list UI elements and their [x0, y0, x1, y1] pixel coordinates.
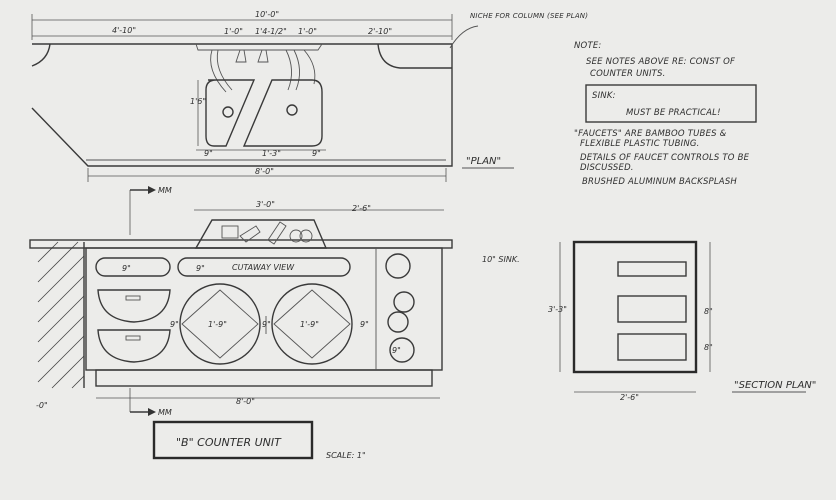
notes-line-1: SEE NOTES ABOVE RE: CONST OF: [586, 57, 735, 67]
elev-halfround-drawer-bottom: [97, 329, 171, 363]
elev-drawer-pull: [125, 295, 141, 301]
plan-dim-bottom-a: 9": [204, 149, 213, 158]
elev-small-circle-1: [385, 253, 411, 279]
section-dim-height: 3'-3": [548, 305, 567, 314]
elev-faucet-control: [221, 225, 239, 239]
section-shelf-2: [617, 295, 687, 323]
elev-dim-small-c: 9": [360, 320, 369, 329]
elev-drawer-center: [177, 257, 351, 277]
section-mark-bottom: MM: [158, 408, 172, 417]
plan-dim-overall-top: 10'-0": [255, 10, 279, 19]
elev-dim-small-a: 9": [262, 320, 271, 329]
plan-dim-center-c: 1'-0": [298, 27, 317, 36]
elev-bamboo-tube: [239, 225, 261, 243]
notes-heading: NOTE:: [574, 41, 601, 51]
elev-dim-overall-bottom: 8'-0": [236, 397, 255, 406]
notes-box-title: SINK:: [592, 91, 616, 101]
section-plan-view: 3'-3" 8" 8" 2'-6" "SECTION PLAN": [548, 240, 816, 402]
plan-dim-overall-bottom: 8'-0": [255, 167, 274, 176]
elev-dim-side-note: 10" SINK.: [482, 255, 520, 264]
elev-scale: SCALE: 1": [326, 451, 366, 460]
notes-sink-box: [585, 84, 757, 123]
plan-faucet-valve: [257, 49, 269, 63]
elev-toe-kick: [95, 369, 433, 387]
plan-bamboo-tube: [285, 49, 292, 91]
plan-bamboo-tube: [303, 49, 316, 85]
elev-dim-circle-a: 1'-9": [208, 320, 227, 329]
elev-circle-door-left: [179, 283, 261, 365]
plan-faucet-valve: [235, 49, 247, 63]
elev-dim-circle-b: 1'-9": [300, 320, 319, 329]
notes-line-2: COUNTER UNITS.: [590, 69, 666, 79]
elev-small-circle-3: [387, 311, 409, 333]
plan-faucet-bar: [195, 43, 323, 51]
plan-right-notch: [377, 43, 452, 69]
elev-dim-top-b: 2'-6": [352, 204, 371, 213]
elev-small-circle-4: [389, 337, 415, 363]
elev-cutaway-label: CUTAWAY VIEW: [232, 263, 295, 272]
plan-view: 10'-0" 4'-10" 1'-0" 1'4-1/2" 1'-0" 2'-10…: [31, 10, 588, 182]
elev-drawer-pull: [125, 335, 141, 341]
section-shelf-3: [617, 333, 687, 361]
plan-dim-center-a: 1'-0": [224, 27, 243, 36]
elevation-view: MM 3'-0" 2'-6": [29, 186, 520, 460]
notes-line-4: FLEXIBLE PLASTIC TUBING.: [580, 139, 700, 149]
section-label: "SECTION PLAN": [734, 380, 816, 391]
plan-sink-drain-right: [286, 104, 298, 116]
notes-line-3: "FAUCETS" ARE BAMBOO TUBES &: [574, 129, 727, 139]
elev-halfround-drawer-top: [97, 289, 171, 323]
plan-column-leader: [449, 25, 479, 49]
section-dim-width: 2'-6": [620, 393, 639, 402]
elev-small-circle-2: [393, 291, 415, 313]
notes-line-5: DETAILS OF FAUCET CONTROLS TO BE: [580, 153, 750, 163]
elev-dim-small-d: 9": [392, 346, 401, 355]
section-dim-a: 8": [704, 307, 713, 316]
plan-sink-left: [205, 79, 256, 147]
plan-dim-bottom-c: 9": [312, 149, 321, 158]
section-outline: [572, 240, 698, 374]
elev-dim-left-edge: -0": [36, 401, 48, 410]
elev-bamboo-tube: [267, 221, 287, 245]
section-shelf-1: [617, 261, 687, 277]
plan-left-notch: [31, 43, 51, 67]
section-mark-top: MM: [158, 186, 172, 195]
plan-label: "PLAN": [466, 156, 501, 167]
plan-sink-right: [242, 79, 323, 147]
section-arrow-head-bottom: [148, 408, 156, 416]
plan-bamboo-tube: [216, 49, 233, 91]
notes-box-text: MUST BE PRACTICAL!: [626, 108, 721, 118]
plan-bamboo-tube: [293, 49, 300, 91]
elev-title-box: [152, 420, 314, 460]
elev-faucet-knob: [299, 229, 313, 243]
section-arrow-head: [148, 186, 156, 194]
plan-counter-outline: [31, 43, 453, 167]
plan-sink-drain-left: [222, 106, 234, 118]
elev-title: "B" COUNTER UNIT: [176, 436, 282, 449]
plan-dim-left: 4'-10": [112, 26, 136, 35]
elev-dim-top-a: 3'-0": [256, 200, 275, 209]
elev-wall-hatch: [37, 241, 85, 389]
section-dim-b: 8": [704, 343, 713, 352]
elev-circle-door-right: [271, 283, 353, 365]
plan-bamboo-tube: [210, 49, 227, 93]
elev-drawer-left-text: 9": [122, 264, 131, 273]
elev-drawer-left: [95, 257, 171, 277]
elev-drawer-center-dim: 9": [196, 264, 205, 273]
elev-door-swing-right: [273, 289, 351, 359]
notes-line-6: DISCUSSED.: [580, 163, 634, 173]
notes-line-7: BRUSHED ALUMINUM BACKSPLASH: [582, 177, 737, 187]
plan-column-note: NICHE FOR COLUMN (SEE PLAN): [470, 12, 588, 20]
elev-faucet-housing: [194, 219, 328, 249]
plan-dim-right: 2'-10": [368, 27, 392, 36]
plan-dim-center-b: 1'4-1/2": [255, 27, 287, 36]
elev-countertop: [29, 239, 453, 249]
elev-faucet-knob: [289, 229, 303, 243]
plan-dim-bottom-b: 1'-3": [262, 149, 281, 158]
elev-door-swing-left: [181, 289, 259, 359]
notes-block: NOTE: SEE NOTES ABOVE RE: CONST OF COUNT…: [574, 41, 757, 187]
elev-dim-small-b: 9": [170, 320, 179, 329]
